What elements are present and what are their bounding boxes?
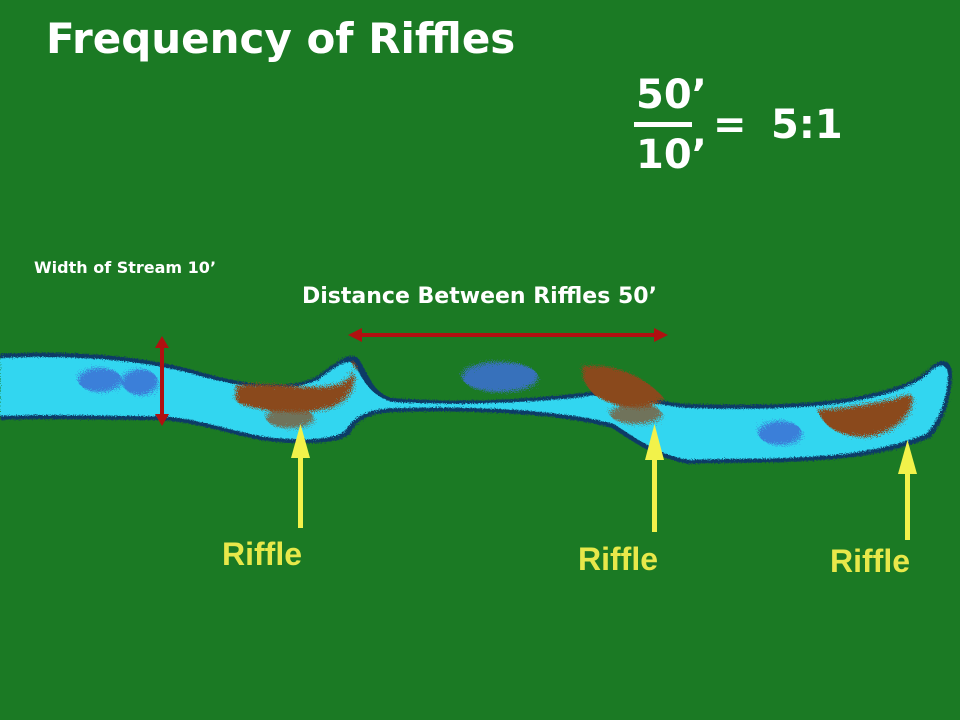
stream-water bbox=[0, 356, 948, 460]
riffle-arrow-2 bbox=[645, 424, 664, 532]
riffle-arrow-1 bbox=[291, 424, 310, 528]
riffle-label-1: Riffle bbox=[222, 536, 302, 572]
stream-width-label: Width of Stream 10’ bbox=[34, 258, 217, 277]
pool-speckles bbox=[78, 362, 802, 445]
riffle-label-2: Riffle bbox=[578, 541, 658, 577]
ratio-result: 5:1 bbox=[771, 102, 843, 148]
riffle-arrow-3 bbox=[898, 440, 917, 540]
riffle-distance-arrow bbox=[348, 328, 668, 342]
riffle-distance-label: Distance Between Riffles 50’ bbox=[302, 284, 657, 309]
equals-sign: = bbox=[713, 102, 747, 148]
ratio-numerator: 50’ bbox=[636, 72, 707, 118]
slide-title: Frequency of Riffles bbox=[46, 14, 516, 63]
stream-width-arrow bbox=[155, 336, 169, 426]
riffle-label-3: Riffle bbox=[830, 543, 910, 579]
fraction-bar bbox=[634, 122, 692, 127]
ratio-denominator: 10’ bbox=[636, 132, 707, 178]
riffle-gravel bbox=[236, 360, 913, 437]
